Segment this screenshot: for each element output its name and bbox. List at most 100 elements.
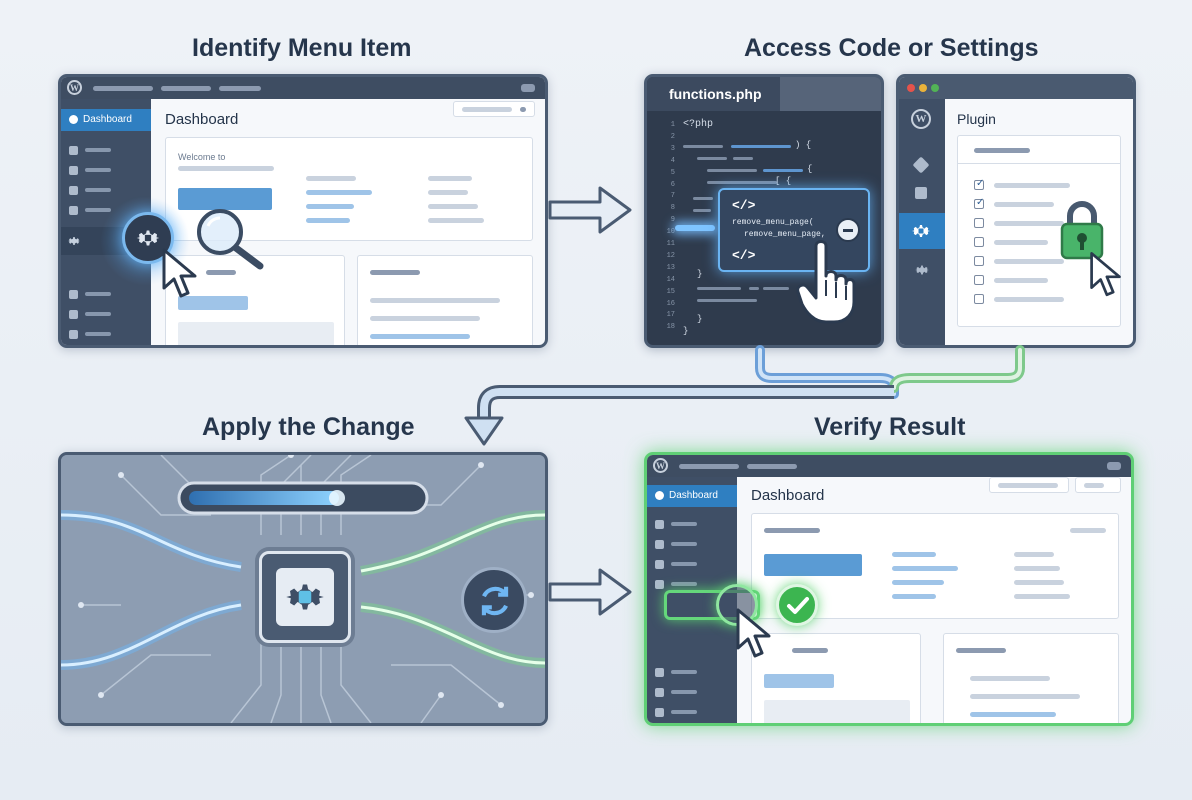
window-close-dot[interactable]: [907, 84, 915, 92]
sidebar-item-posts[interactable]: [61, 141, 151, 159]
line-number: 13: [666, 263, 675, 272]
line-number: 7: [670, 192, 675, 201]
sidebar-item-appearance[interactable]: [61, 285, 151, 303]
file-tab[interactable]: functions.php: [647, 77, 780, 111]
page-title: Dashboard: [751, 487, 825, 504]
line-number: 18: [666, 323, 675, 332]
sidebar-item-users[interactable]: [647, 663, 737, 681]
line-highlight-glow: [675, 225, 715, 231]
sidebar-item-media[interactable]: [647, 535, 737, 553]
popup-tag-close: </>: [732, 248, 756, 263]
sidebar-item-users[interactable]: [61, 305, 151, 323]
line-number: 9: [670, 216, 675, 225]
site-health-panel: [357, 255, 533, 345]
line-number: 1: [670, 121, 675, 129]
sidebar-item-extra[interactable]: [61, 345, 151, 348]
line-number: 4: [670, 156, 675, 165]
closing-brace-2: }: [697, 314, 703, 324]
checkbox-6[interactable]: [974, 275, 984, 285]
lock-icon: [1060, 201, 1104, 260]
line-number: 12: [666, 251, 675, 260]
checkbox-2[interactable]: ✓: [974, 197, 985, 209]
flow-arrow-right-bottom: [548, 568, 632, 616]
checkbox-3[interactable]: [974, 218, 984, 228]
plugin-title: Plugin: [957, 111, 996, 127]
checkbox-1[interactable]: ✓: [974, 178, 985, 190]
sidebar-item-settings[interactable]: [647, 703, 737, 721]
chip-icon: [259, 551, 351, 643]
pin-icon[interactable]: [912, 156, 930, 174]
wordpress-logo-icon: W: [653, 458, 668, 473]
sidebar-item-comments[interactable]: [61, 201, 151, 219]
plugin-settings-window: W Plugin ✓ ✓: [896, 74, 1136, 348]
line-number: 15: [666, 287, 675, 296]
sidebar-item-comments[interactable]: [647, 575, 737, 593]
sidebar-item-settings-active[interactable]: [899, 213, 945, 249]
gear-icon: [68, 237, 80, 245]
quick-draft-panel: [165, 255, 345, 345]
cursor-icon: [736, 608, 771, 658]
closing-brace-3: }: [683, 326, 689, 336]
cursor-icon: [162, 248, 197, 298]
sidebar-item-tools[interactable]: [647, 683, 737, 701]
refresh-icon: [461, 567, 527, 633]
plug-icon[interactable]: [915, 187, 927, 199]
step-title-apply: Apply the Change: [202, 413, 415, 441]
window-max-dot[interactable]: [931, 84, 939, 92]
site-health-panel: [943, 633, 1119, 723]
line-number: 14: [666, 275, 675, 284]
flow-arrow-right-top: [548, 186, 632, 234]
sidebar-item-dashboard[interactable]: Dashboard: [61, 109, 151, 131]
line-number: 8: [670, 204, 675, 213]
dashboard-icon: [655, 491, 664, 500]
sidebar-item-dashboard[interactable]: Dashboard: [647, 485, 737, 507]
checkbox-7[interactable]: [974, 294, 984, 304]
admin-top-bar: W: [61, 77, 545, 99]
help-dropdown[interactable]: [1075, 477, 1121, 493]
checkbox-5[interactable]: [974, 256, 984, 266]
line-number: 6: [670, 180, 675, 189]
apply-change-panel: [58, 452, 548, 726]
welcome-text: Welcome to: [178, 152, 226, 162]
line-number: 3: [670, 144, 675, 153]
get-started-button[interactable]: [178, 188, 272, 210]
sidebar-item-pages[interactable]: [647, 555, 737, 573]
gear-icon: [286, 584, 324, 610]
line-number: 11: [666, 240, 675, 248]
line-number: 10: [666, 228, 675, 237]
sidebar-item-pages[interactable]: [61, 181, 151, 199]
sidebar-item-extra[interactable]: [647, 721, 737, 723]
page-title: Dashboard: [165, 111, 239, 128]
sidebar-item-tools[interactable]: [61, 325, 151, 343]
gear-icon: [912, 225, 930, 237]
wordpress-logo-icon: W: [67, 80, 82, 95]
quick-draft-panel: [751, 633, 921, 723]
step-title-verify: Verify Result: [814, 413, 966, 441]
checkbox-4[interactable]: [974, 237, 984, 247]
dashboard-icon: [69, 115, 78, 124]
hand-pointer-icon: [796, 240, 856, 324]
screen-options-dropdown[interactable]: [453, 101, 535, 117]
code-popup: </> remove_menu_page( remove_menu_page, …: [718, 188, 870, 272]
php-open-tag: <?php: [683, 119, 714, 130]
gear-icon: [136, 230, 160, 246]
line-number: 5: [670, 168, 675, 177]
step-title-identify: Identify Menu Item: [192, 34, 412, 62]
popup-code-line-2: remove_menu_page,: [744, 230, 826, 239]
plugin-sidebar: W: [899, 99, 945, 345]
popup-tag-open: </>: [732, 198, 756, 213]
sidebar-item-media[interactable]: [61, 161, 151, 179]
step-title-access: Access Code or Settings: [744, 34, 1039, 62]
check-icon: [776, 584, 818, 626]
verify-dashboard-window: W Dashboard Dashboard: [644, 452, 1134, 726]
sidebar-item-posts[interactable]: [647, 515, 737, 533]
removed-menu-item-outline: [664, 590, 760, 620]
window-min-dot[interactable]: [919, 84, 927, 92]
get-started-button[interactable]: [764, 554, 862, 576]
magnifier-icon: [197, 209, 264, 270]
minus-icon[interactable]: [836, 218, 860, 242]
line-number: 2: [670, 132, 675, 141]
screen-options-dropdown[interactable]: [989, 477, 1069, 493]
gear-icon: [915, 265, 929, 275]
line-number: 17: [666, 311, 675, 320]
